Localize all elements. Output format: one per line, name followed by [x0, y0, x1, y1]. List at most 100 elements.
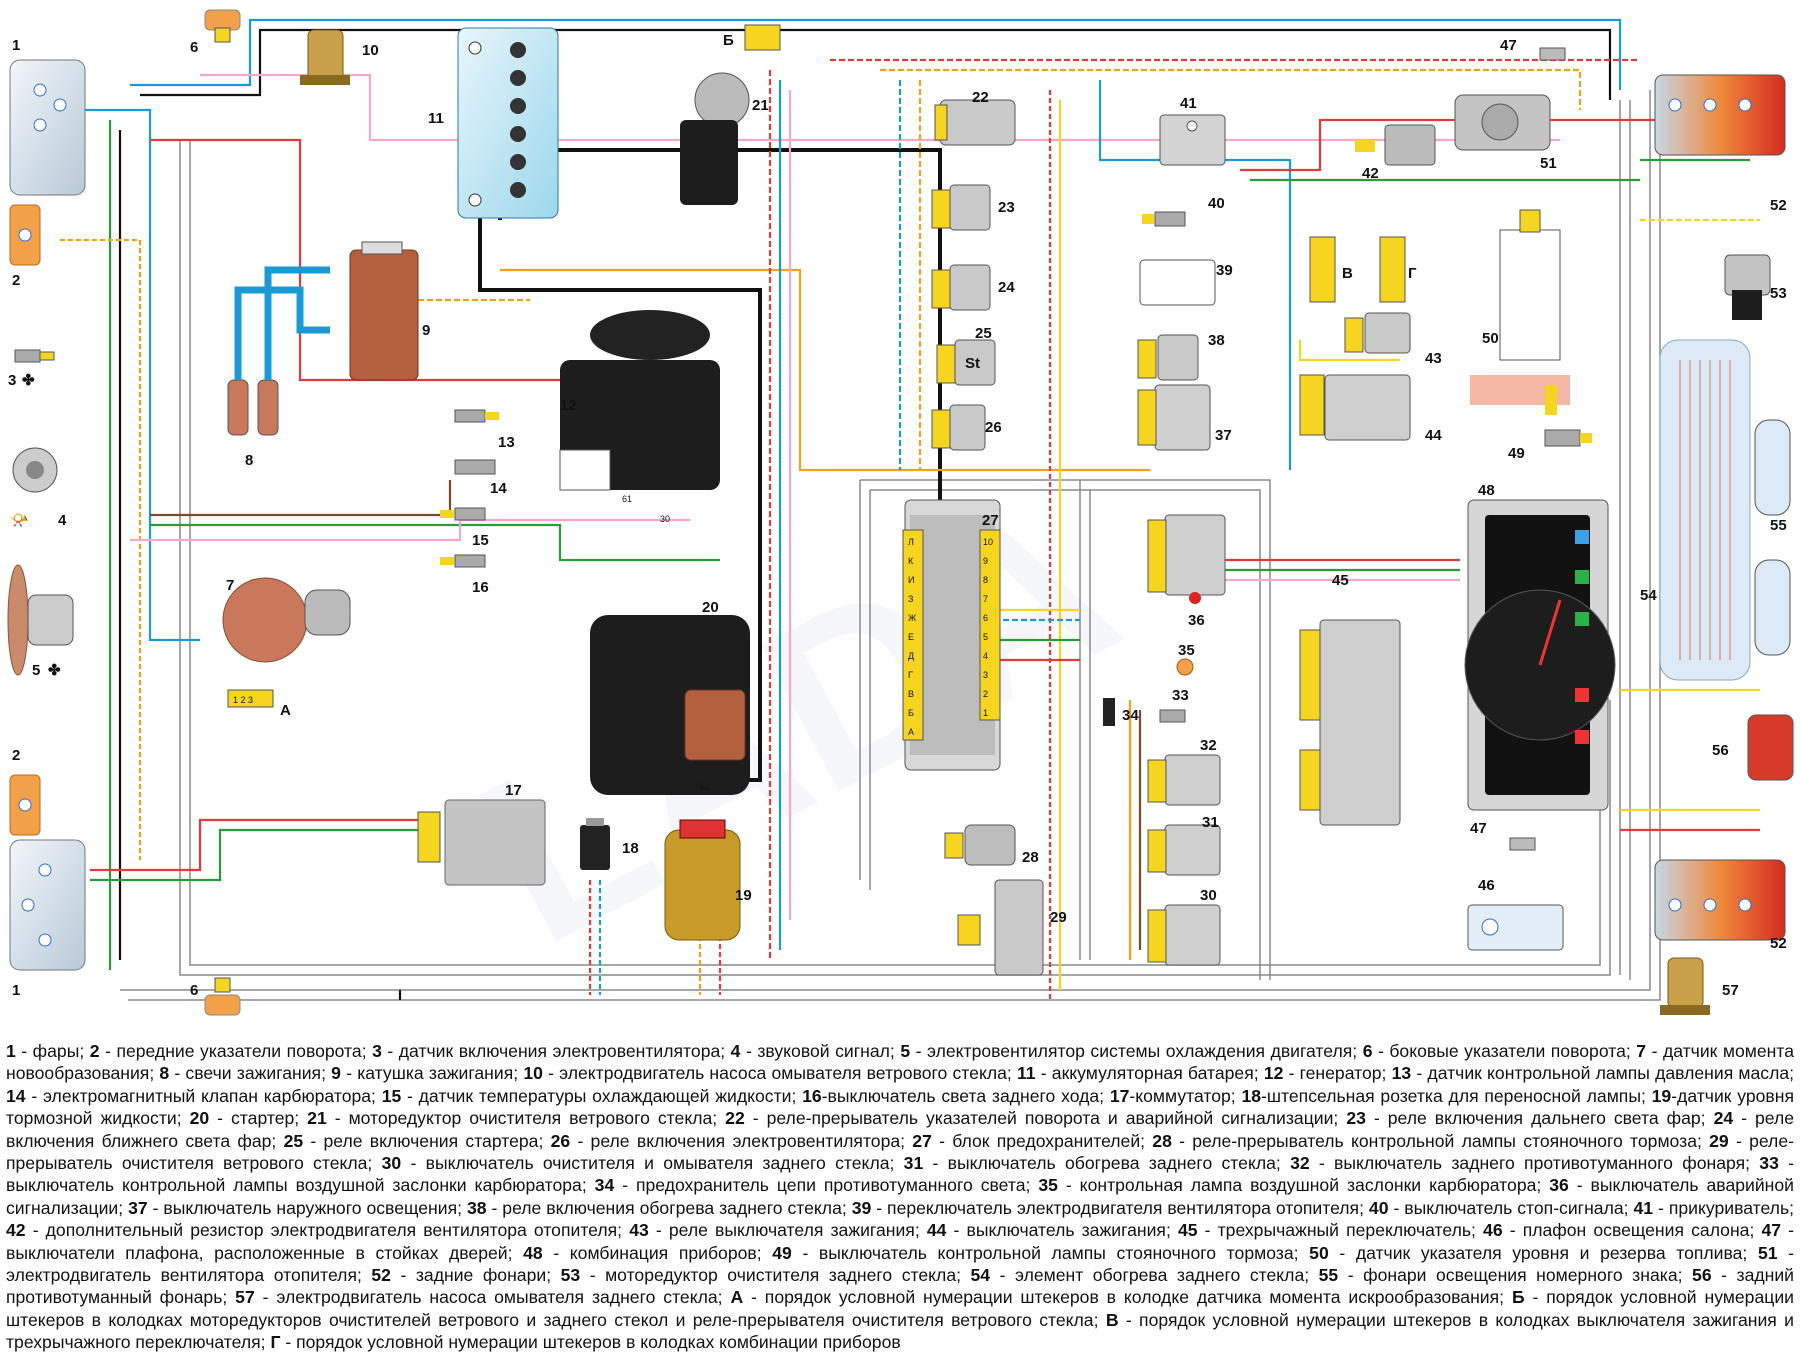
legend-text: - моторедуктор очистителя ветрового стек… [326, 1108, 726, 1129]
fan-switch-sensor [14, 349, 55, 363]
label-41: 41 [1180, 95, 1197, 112]
fuse-number: 7 [983, 594, 988, 604]
fuse-number: 10 [983, 537, 993, 547]
label-52-bottom: 52 [1770, 935, 1787, 952]
legend-number: 6 [1362, 1041, 1373, 1061]
legend-text: - электродвигатель насоса омывателя ветр… [542, 1063, 1017, 1084]
legend-number: 20 [189, 1108, 210, 1129]
legend-text: - выключатель наружного освещения; [147, 1197, 467, 1218]
label-33: 33 [1172, 687, 1189, 704]
legend-number: 31 [903, 1153, 924, 1174]
label-V: В [1342, 265, 1353, 282]
legend-number: 56 [1692, 1265, 1712, 1286]
legend-number: 54 [970, 1265, 991, 1286]
legend-number: 44 [926, 1220, 947, 1241]
label-16: 16 [472, 579, 489, 596]
rear-wiper-motor [1724, 254, 1771, 320]
label-30: 30 [1200, 887, 1217, 904]
legend-text: - передние указатели поворота; [99, 1041, 373, 1061]
legend-text: - выключатель контрольной лампы стояночн… [791, 1242, 1310, 1263]
label-9: 9 [422, 322, 430, 339]
fuse-number: 5 [983, 632, 988, 642]
label-10: 10 [362, 42, 379, 59]
legend-text: - свечи зажигания; [169, 1063, 332, 1084]
legend-number: 24 [1713, 1108, 1734, 1129]
legend-number: 22 [725, 1108, 745, 1129]
legend-text: - реле-прерыватель контрольной лампы сто… [1171, 1130, 1710, 1151]
label-35: 35 [1178, 642, 1195, 659]
legend-number: 16 [802, 1085, 822, 1106]
fuse-letter: Б [908, 708, 914, 718]
label-47-bottom: 47 [1470, 820, 1487, 837]
choke-lamp [1176, 658, 1194, 676]
fuse-number: 2 [983, 689, 988, 699]
legend-number: 49 [772, 1242, 792, 1263]
legend-text: - электровентилятор системы охлаждения д… [910, 1041, 1363, 1061]
watermark: LADA [440, 444, 1154, 994]
relay-22 [934, 99, 1016, 146]
legend-number: 37 [128, 1197, 148, 1218]
legend-text: - реле выключателя зажигания; [648, 1220, 927, 1241]
label-38: 38 [1208, 332, 1225, 349]
side-repeater-top [204, 9, 241, 43]
legend-number: 11 [1016, 1063, 1036, 1084]
legend-number: 57 [235, 1287, 255, 1308]
parking-brake-relay [944, 824, 1016, 866]
legend-text: - прикуриватель; [1653, 1197, 1794, 1218]
label-8: 8 [245, 452, 253, 469]
legend-number: 35 [1038, 1175, 1058, 1196]
label-57: 57 [1722, 982, 1739, 999]
label-52-top: 52 [1770, 197, 1787, 214]
fuse-letter: Ж [908, 613, 917, 623]
label-29: 29 [1050, 909, 1067, 926]
tail-lamp-top [1654, 74, 1786, 156]
wiper-motor-front [680, 24, 781, 205]
terminal-61: 61 [622, 494, 632, 504]
fuse-letter: И [908, 575, 914, 585]
label-28: 28 [1022, 849, 1039, 866]
fuse-number: 1 [983, 708, 988, 718]
label-53: 53 [1770, 285, 1787, 302]
washer-pump-front [300, 29, 350, 85]
distributor: 1 2 3 [222, 577, 351, 708]
label-48: 48 [1478, 482, 1495, 499]
choke-switch [1159, 709, 1186, 723]
legend-text: - порядок условной нумерации штекеров в … [6, 1309, 1794, 1353]
rear-fog-switch [1147, 754, 1221, 806]
label-43: 43 [1425, 350, 1442, 367]
headlamp-front-left-bottom [9, 839, 86, 971]
ignition-switch [1299, 374, 1411, 441]
legend-text: - датчик момента новообразования; [6, 1041, 1794, 1084]
legend-number: 10 [523, 1063, 543, 1084]
label-15: 15 [472, 532, 489, 549]
dome-light [1467, 904, 1564, 951]
label-5: 5 [32, 662, 40, 679]
legend-text: - аккумуляторная батарея; [1035, 1063, 1264, 1084]
legend-number: 29 [1709, 1130, 1729, 1151]
legend-number: 36 [1549, 1175, 1569, 1196]
label-31: 31 [1202, 814, 1219, 831]
legend-text: - боковые указатели поворота; [1372, 1041, 1637, 1061]
legend-number: 23 [1346, 1108, 1366, 1129]
legend-text: - реле включения ближнего света фар; [6, 1108, 1795, 1151]
label-32: 32 [1200, 737, 1217, 754]
fuse-letter: Г [908, 670, 913, 680]
legend-number: 30 [381, 1153, 402, 1174]
legend-number: 48 [523, 1242, 543, 1263]
legend-number: 1 [6, 1041, 16, 1061]
legend-text: - выключатели плафона, расположенные в с… [6, 1220, 1795, 1263]
svg-text:1 2 3: 1 2 3 [233, 695, 253, 705]
turn-signal-front-top [9, 204, 41, 266]
label-44: 44 [1425, 427, 1442, 444]
legend-number: 46 [1483, 1220, 1503, 1241]
legend-text: - катушка зажигания; [340, 1063, 524, 1084]
label-42: 42 [1362, 165, 1379, 182]
legend-text: - реле включения электровентилятора; [570, 1130, 913, 1151]
label-39: 39 [1216, 262, 1233, 279]
label-2-bottom: 2 [12, 747, 20, 764]
legend-number: Б [1511, 1287, 1525, 1308]
alternator [559, 310, 720, 491]
legend-text: - выключатель контрольной лампы воздушно… [6, 1153, 1794, 1196]
fuse-letter: А [908, 727, 914, 737]
